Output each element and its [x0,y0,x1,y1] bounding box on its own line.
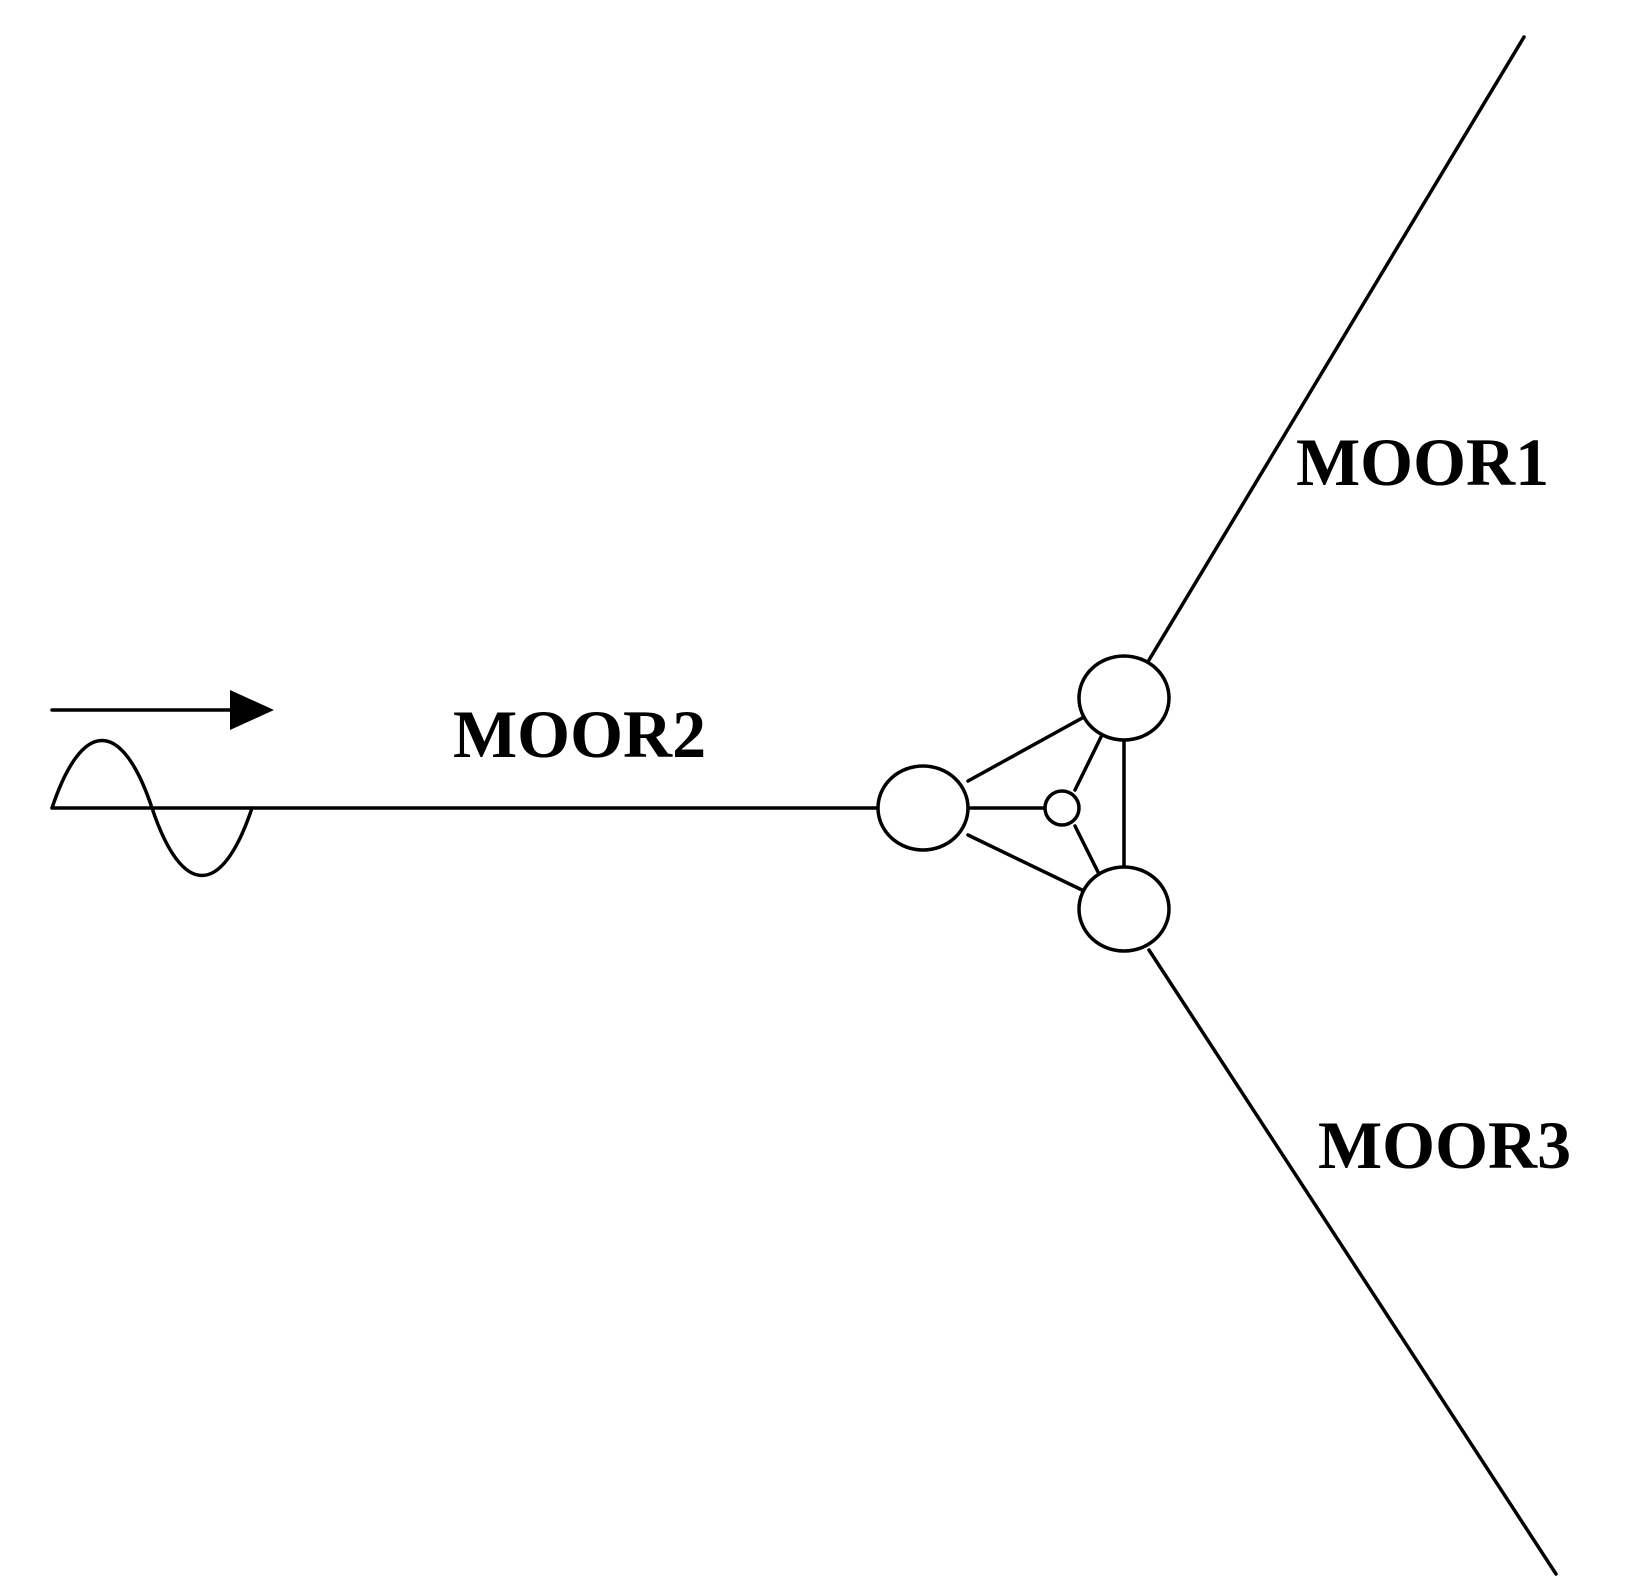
center-node [1043,789,1081,827]
label-moor3: MOOR3 [1318,1107,1571,1183]
mooring-line-1 [1147,35,1526,662]
label-moor2: MOOR2 [453,696,706,772]
label-moor1: MOOR1 [1296,424,1549,500]
bridle-top-to-center [1073,735,1103,792]
bridle-left-to-bottom [966,833,1086,893]
mooring-line-3 [1147,948,1558,1576]
arrow-right-icon [50,690,274,730]
bridle-left-to-top [966,715,1086,783]
buoy-left [876,764,970,852]
buoy-top [1077,654,1171,742]
buoy-bottom [1077,865,1171,953]
bridle-bottom-to-center [1073,824,1100,874]
